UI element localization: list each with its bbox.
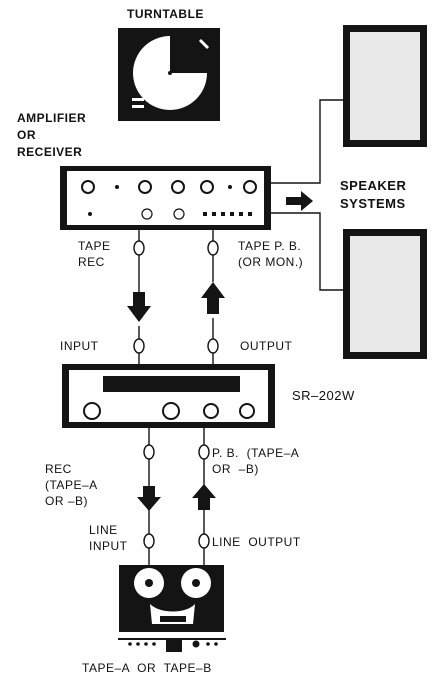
speaker-bottom-icon <box>343 229 427 359</box>
sr-202w-unit-icon <box>62 364 275 428</box>
tape-deck-label: TAPE–A OR TAPE–B <box>82 661 212 675</box>
arrow-up-icon <box>201 282 225 314</box>
arrow-down-icon <box>137 486 161 511</box>
amplifier-icon <box>60 166 271 230</box>
tape-deck-icon <box>118 565 226 652</box>
pb-tape-label: P. B. (TAPE–A OR –B) <box>212 446 300 476</box>
input-label: INPUT <box>60 339 99 353</box>
speaker-systems-label: SPEAKER SYSTEMS <box>340 178 407 211</box>
speaker-top-icon <box>343 25 427 147</box>
tape-rec-label: TAPE REC <box>78 239 111 269</box>
line-input-label: LINE INPUT <box>89 523 128 553</box>
output-label: OUTPUT <box>240 339 293 353</box>
turntable-label: TURNTABLE <box>127 7 204 21</box>
rec-tape-label: REC (TAPE–A OR –B) <box>45 462 98 508</box>
speaker-wires <box>271 99 343 291</box>
turntable-icon <box>118 28 220 121</box>
line-output-label: LINE OUTPUT <box>212 535 301 549</box>
arrow-down-icon <box>127 292 151 322</box>
arrow-to-speakers-icon <box>286 191 313 211</box>
jack-connectors <box>133 240 219 549</box>
model-label: SR–202W <box>292 388 355 403</box>
tape-pb-label: TAPE P. B. (OR MON.) <box>238 239 304 269</box>
arrow-up-icon <box>192 484 216 510</box>
amplifier-label: AMPLIFIER OR RECEIVER <box>17 111 87 159</box>
